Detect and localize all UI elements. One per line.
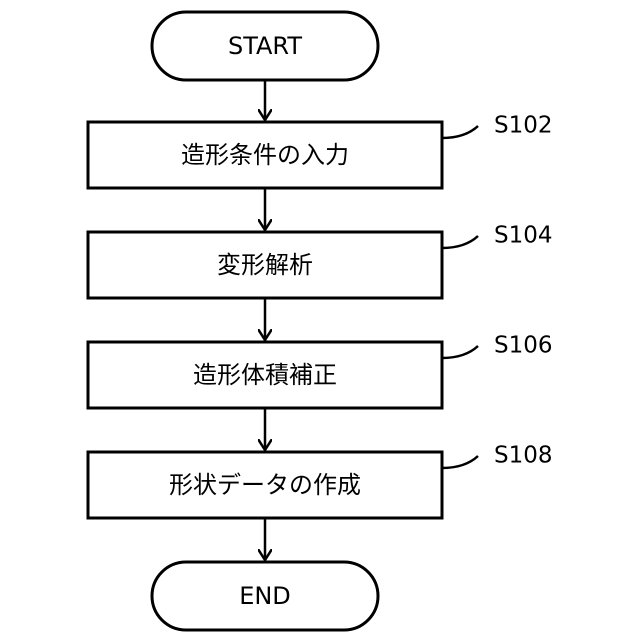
process-step-label: 変形解析: [217, 251, 313, 279]
step-id-label: S104: [494, 223, 553, 249]
start-terminal: START: [152, 12, 378, 80]
process-step-s102: 造形条件の入力: [88, 122, 442, 188]
step-label-leader: [442, 126, 478, 138]
process-step-label: 造形条件の入力: [181, 141, 349, 169]
start-label: START: [228, 32, 302, 60]
end-label: END: [239, 582, 291, 610]
process-step-label: 造形体積補正: [193, 361, 337, 389]
step-label-leader: [442, 346, 478, 358]
end-terminal: END: [152, 562, 378, 630]
process-step-s106: 造形体積補正: [88, 342, 442, 408]
process-step-s108: 形状データの作成: [88, 452, 442, 518]
step-label-leader: [442, 236, 478, 248]
process-step-s104: 変形解析: [88, 232, 442, 298]
process-step-label: 形状データの作成: [169, 471, 361, 499]
step-label-leader: [442, 456, 478, 468]
step-id-label: S106: [494, 333, 553, 359]
step-id-label: S102: [494, 113, 553, 139]
step-id-label: S108: [494, 443, 553, 469]
